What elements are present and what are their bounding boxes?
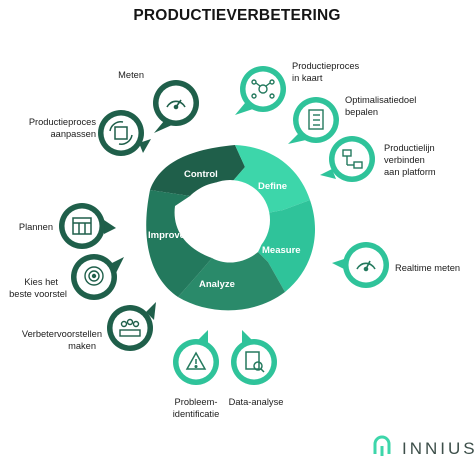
label-kies-2: beste voorstel: [9, 289, 67, 299]
bubble-meten[interactable]: [153, 80, 199, 133]
box-cycle-icon: [109, 121, 133, 145]
label-define: Define: [258, 181, 288, 192]
label-verbeter-2: maken: [68, 341, 96, 351]
segment-control[interactable]: [150, 145, 245, 196]
brand-name: INNIUS: [402, 439, 474, 458]
warning-icon: [185, 351, 207, 370]
label-kies-1: Kies het: [24, 277, 58, 287]
checklist-icon: [308, 109, 324, 130]
cycle-center: [190, 180, 270, 260]
label-doel-1: Optimalisatiedoel: [345, 95, 417, 105]
segment-measure[interactable]: [258, 200, 316, 292]
segment-analyze[interactable]: [178, 252, 285, 311]
label-proces-aanpassen-1: Productieproces: [28, 117, 96, 127]
innius-logo-icon: [373, 435, 391, 456]
bubble-productielijn[interactable]: [320, 136, 375, 182]
label-improve: Improve: [148, 230, 185, 241]
label-meten: Meten: [118, 70, 144, 80]
bubble-plannen[interactable]: [59, 203, 116, 249]
label-in-kaart-1: Productieproces: [292, 61, 360, 71]
gauge-icon: [166, 99, 186, 110]
label-lijn-3: aan platform: [384, 167, 436, 177]
document-search-icon: [245, 351, 265, 373]
label-data-analyse: Data-analyse: [228, 397, 284, 407]
bubble-probleem[interactable]: [173, 330, 219, 385]
label-control: Control: [184, 169, 218, 180]
bubble-proces-aanpassen[interactable]: [98, 110, 151, 156]
label-plannen: Plannen: [18, 222, 53, 232]
meeting-icon: [119, 318, 141, 337]
calendar-icon: [72, 217, 92, 235]
label-lijn-2: verbinden: [384, 155, 425, 165]
label-in-kaart-2: in kaart: [292, 73, 323, 83]
label-lijn-1: Productielijn: [384, 143, 435, 153]
label-probleem-1: Probleem-: [174, 397, 218, 407]
page-title: PRODUCTIEVERBETERING: [133, 7, 341, 24]
gauge-icon: [356, 260, 376, 272]
label-proces-aanpassen-2: aanpassen: [50, 129, 97, 139]
bubble-data-analyse[interactable]: [231, 330, 277, 385]
bubble-realtime[interactable]: [332, 242, 389, 288]
bubble-kies-voorstel[interactable]: [71, 254, 124, 300]
label-measure: Measure: [262, 245, 301, 256]
label-verbeter-1: Verbetervoorstellen: [21, 329, 102, 339]
label-analyze: Analyze: [199, 279, 235, 290]
label-probleem-2: identificatie: [172, 409, 220, 419]
target-hand-icon: [84, 266, 104, 286]
label-doel-2: bepalen: [345, 107, 379, 117]
bubble-optimalisatiedoel[interactable]: [288, 97, 339, 144]
segment-improve[interactable]: [146, 190, 212, 297]
bubble-verbetervoorstellen[interactable]: [107, 302, 156, 351]
label-realtime: Realtime meten: [395, 263, 461, 273]
network-icon: [342, 149, 363, 169]
process-map-icon: [251, 79, 275, 99]
bubble-in-kaart[interactable]: [235, 66, 286, 115]
dmaic-cycle: [146, 145, 316, 311]
